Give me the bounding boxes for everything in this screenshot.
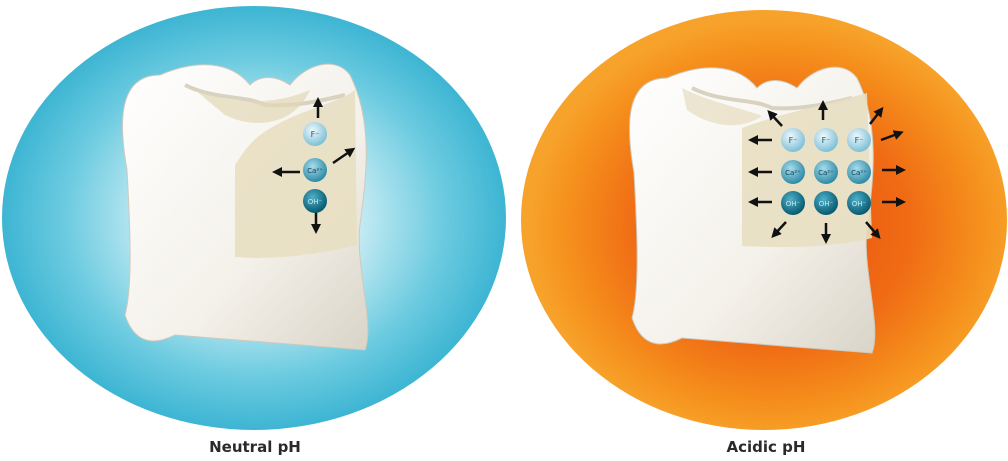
molar-tooth-icon [629, 67, 874, 353]
acidic-ph-caption: Acidic pH [616, 438, 916, 456]
ion-label: Ca²⁺ [785, 169, 801, 177]
ion-label: OH⁻ [786, 200, 801, 208]
ion-label: F⁻ [311, 130, 320, 139]
ion-label: OH⁻ [308, 198, 323, 206]
ion-label: Ca²⁺ [818, 169, 834, 177]
ion-label: F⁻ [789, 136, 798, 145]
ph-comparison-figure: F⁻ Ca²⁺ OH⁻ F⁻ F⁻ F⁻ Ca²⁺ [0, 0, 1008, 432]
ion-label: F⁻ [855, 136, 864, 145]
ion-label: Ca²⁺ [307, 167, 323, 175]
molar-tooth-icon [122, 64, 367, 350]
neutral-ph-caption: Neutral pH [105, 438, 405, 456]
ion-label: F⁻ [822, 136, 831, 145]
ion-label: OH⁻ [819, 200, 834, 208]
ion-label: Ca²⁺ [851, 169, 867, 177]
ion-label: OH⁻ [852, 200, 867, 208]
